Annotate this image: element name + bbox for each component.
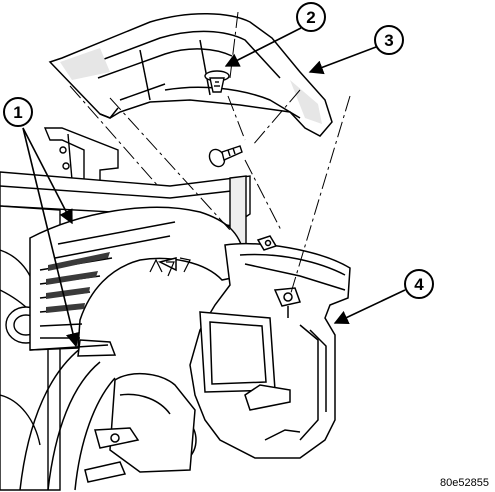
alignment-lines	[69, 11, 351, 297]
screw-fastener	[208, 145, 243, 168]
callout-1: 1	[3, 97, 33, 127]
splash-shield-part-4	[189, 235, 351, 459]
figure-id: 80e52855	[440, 477, 489, 489]
wheel-assembly	[19, 344, 197, 491]
upper-liner-part-3	[48, 13, 333, 137]
push-pin-fastener-part-2	[204, 70, 230, 93]
callout-2: 2	[296, 2, 326, 32]
wheelhouse-liner-part-1	[29, 206, 247, 357]
callout-1-label: 1	[13, 103, 22, 122]
callout-4: 4	[404, 269, 434, 299]
callout-3: 3	[374, 25, 404, 55]
callout-4-label: 4	[414, 275, 424, 294]
callout-leaders	[22, 27, 406, 348]
callout-2-label: 2	[306, 8, 315, 27]
callout-3-label: 3	[384, 31, 393, 50]
